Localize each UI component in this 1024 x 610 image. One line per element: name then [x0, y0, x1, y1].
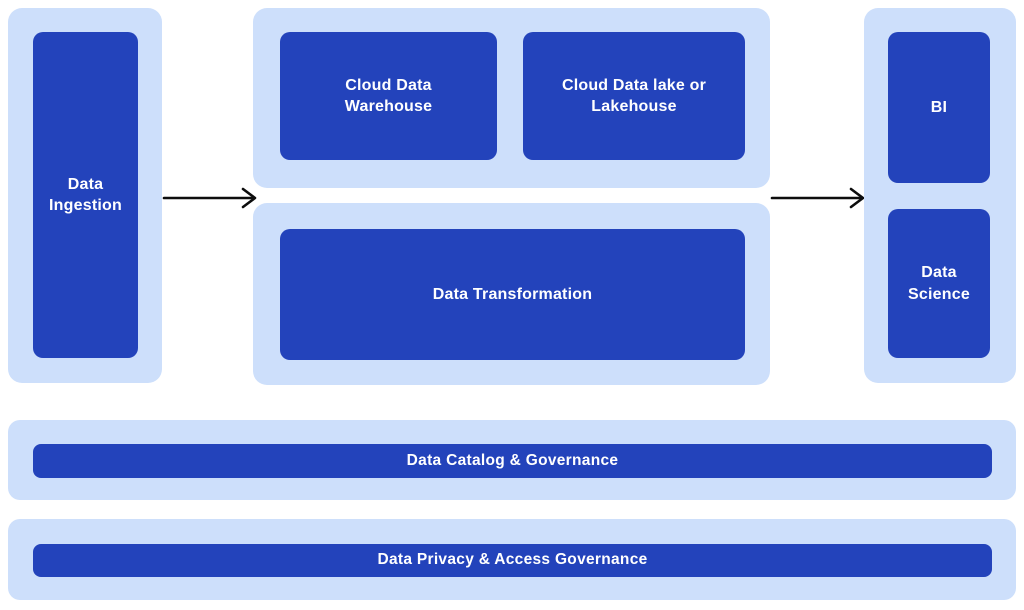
bi-label: BI: [930, 98, 948, 116]
data-science-label: Data Science: [908, 264, 970, 303]
data-ingestion-node: Data Ingestion: [33, 32, 138, 358]
catalog-governance-band: Data Catalog & Governance: [8, 420, 1016, 500]
cloud-data-warehouse-node: Cloud Data Warehouse: [280, 32, 497, 160]
data-privacy-access-governance-label: Data Privacy & Access Governance: [377, 551, 648, 569]
storage-panel: Cloud Data Warehouse Cloud Data lake or …: [253, 8, 770, 188]
data-ingestion-label: Data Ingestion: [49, 175, 122, 214]
cloud-data-lake-label: Cloud Data lake or Lakehouse: [561, 76, 707, 115]
bi-node: BI: [888, 32, 990, 183]
cloud-data-warehouse-label: Cloud Data Warehouse: [344, 76, 433, 115]
data-catalog-governance-label: Data Catalog & Governance: [406, 451, 619, 469]
consumption-panel: BI Data Science: [864, 8, 1016, 383]
arrow-ingestion-to-storage-icon: [162, 187, 257, 209]
privacy-governance-band: Data Privacy & Access Governance: [8, 519, 1016, 600]
ingestion-panel: Data Ingestion: [8, 8, 162, 383]
data-privacy-access-governance-node: Data Privacy & Access Governance: [33, 544, 992, 577]
data-transformation-node: Data Transformation: [280, 229, 745, 360]
data-transformation-label: Data Transformation: [432, 285, 593, 303]
data-science-node: Data Science: [888, 209, 990, 358]
cloud-data-lake-node: Cloud Data lake or Lakehouse: [523, 32, 745, 160]
data-catalog-governance-node: Data Catalog & Governance: [33, 444, 992, 478]
transformation-panel: Data Transformation: [253, 203, 770, 385]
arrow-storage-to-consumption-icon: [770, 187, 865, 209]
